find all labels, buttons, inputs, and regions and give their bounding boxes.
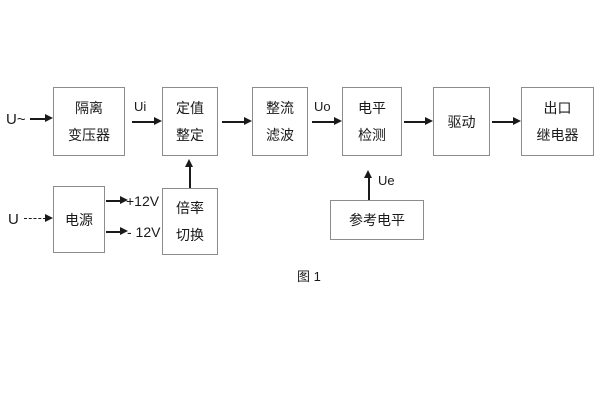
block-label-line-1: 电源: [65, 211, 93, 228]
block-label-line-1: 倍率: [176, 200, 204, 216]
signal-label-ue: Ue: [378, 173, 395, 188]
block-label-line-2: 滤波: [266, 127, 294, 143]
block-label-line-2: 切换: [176, 227, 204, 243]
dc-input-label: U: [8, 211, 19, 228]
arrow-level-to-drive: [404, 117, 433, 126]
signal-label-ui: Ui: [134, 99, 147, 114]
arrow-drive-to-relay: [492, 117, 521, 126]
block-label-line-2: 继电器: [536, 127, 579, 143]
block-label-line-1: 出口: [543, 100, 572, 116]
block-level-detection[interactable]: 电平 检测: [342, 87, 402, 156]
block-setting-value[interactable]: 定值 整定: [162, 87, 218, 156]
arrow-positive-rail: [106, 196, 128, 205]
block-drive[interactable]: 驱动: [433, 87, 490, 156]
negative-rail-label: - 12V: [127, 224, 161, 240]
block-label-line-2: 整定: [176, 127, 204, 143]
block-label-line-1: 驱动: [447, 113, 476, 130]
figure-caption: 图 1: [297, 269, 321, 284]
block-label-line-2: 变压器: [68, 127, 110, 143]
arrow-negative-rail: [106, 227, 128, 236]
arrow-transformer-to-setting: [132, 117, 162, 126]
block-multiplier-switch[interactable]: 倍率 切换: [162, 188, 218, 255]
block-power-supply[interactable]: 电源: [53, 186, 105, 253]
block-label-line-1: 定值: [176, 100, 204, 116]
block-label-line-1: 隔离: [75, 100, 103, 116]
block-label-line-1: 参考电平: [349, 212, 405, 228]
block-rectifier-filter[interactable]: 整流 滤波: [252, 87, 308, 156]
block-label-line-1: 整流: [266, 100, 294, 116]
dc-input-arrow: [24, 214, 53, 223]
ac-input-arrow: [30, 114, 53, 123]
block-isolation-transformer[interactable]: 隔离 变压器: [53, 87, 125, 156]
signal-label-uo: Uo: [314, 99, 331, 114]
ac-input-label: U~: [6, 111, 26, 128]
block-reference-level[interactable]: 参考电平: [330, 200, 424, 240]
arrow-reference-to-level: [364, 170, 373, 200]
block-label-line-2: 检测: [358, 127, 386, 143]
block-label-line-1: 电平: [358, 100, 386, 116]
positive-rail-label: +12V: [126, 193, 160, 209]
block-output-relay[interactable]: 出口 继电器: [521, 87, 594, 156]
arrow-setting-to-rectifier: [222, 117, 252, 126]
arrow-rectifier-to-level: [312, 117, 342, 126]
arrow-multiplier-to-setting: [185, 159, 194, 188]
